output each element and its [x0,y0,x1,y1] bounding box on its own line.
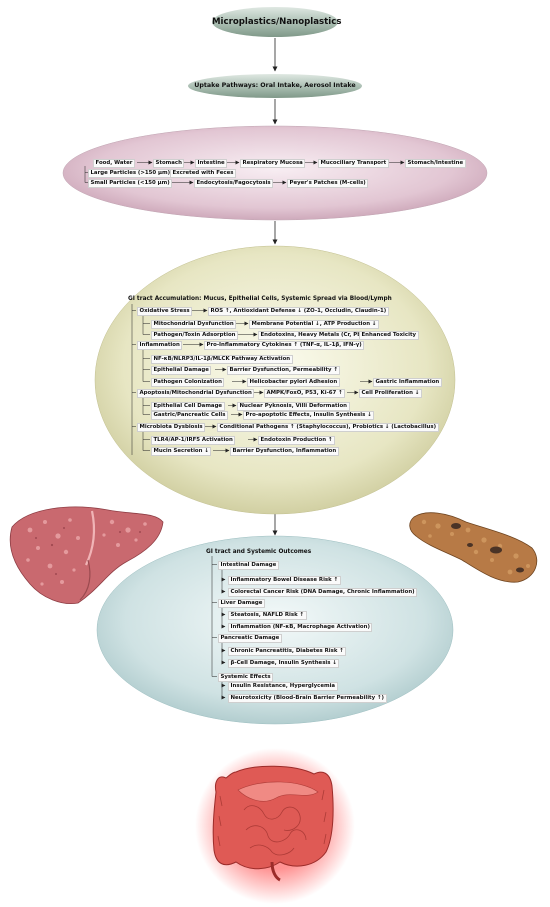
gi-membrane-potential: Membrane Potential ↓, ATP Production ↓ [249,320,379,329]
route-stomach: Stomach [153,159,185,168]
route-endocytosis: Endocytosis/Fagocytosis [194,179,274,188]
gi-cell-proliferation: Cell Proliferation ↓ [359,389,422,398]
route-mucociliary-transport: Mucociliary Transport [318,159,389,168]
liver-illustration [9,506,164,605]
outcomes-tree-connectors [211,556,226,700]
gi-ampk: AMPK/FoxO, P53, Ki-67 ↑ [264,389,346,398]
gi-arrows [183,308,373,453]
gi-gastric-inflammation: Gastric Inflammation [373,378,442,387]
gi-nuclear-pyknosis: Nuclear Pyknosis, Villi Deformation [237,402,350,411]
top-title: Microplastics/Nanoplastics [212,17,342,27]
gi-pathogen-toxin: Pathogen/Toxin Adsorption [151,331,239,340]
out-beta-cell-damage: β-Cell Damage, Insulin Synthesis ↓ [228,659,340,668]
intestine-illustration [195,748,355,904]
gi-helicobacter: Helicobacter pylori Adhesion [247,378,340,387]
out-pancreatic-damage: Pancreatic Damage [218,634,282,643]
out-liver-damage: Liver Damage [218,599,265,608]
out-intestinal-damage: Intestinal Damage [218,561,279,570]
gi-title: GI tract Accumulation: Mucus, Epithelial… [128,296,392,302]
route-ellipse [62,125,488,221]
gi-tree-connectors [131,304,150,455]
gi-endotoxin-production: Endotoxin Production ↑ [258,436,335,445]
uptake-pill [188,74,362,98]
out-liver-inflammation: Inflammation (NF-κB, Macrophage Activati… [228,623,373,632]
gi-tlr4-activation: TLR4/AP-1/IRF5 Activation [151,436,236,445]
gi-oxidative-stress: Oxidative Stress [137,307,193,316]
route-excreted-feces: Excreted with Feces [170,169,236,178]
out-systemic-effects: Systemic Effects [218,673,274,682]
gi-epithelial-cell-damage: Epithelial Cell Damage [151,402,225,411]
gi-apoptosis: Apoptosis/Mitochondrial Dysfunction [137,389,255,398]
uptake-title: Uptake Pathways: Oral Intake, Aerosol In… [194,82,356,89]
gi-nfkb-pathway: NF-κB/NLRP3/IL-1β/MLCK Pathway Activatio… [151,355,293,364]
out-insulin-resistance: Insulin Resistance, Hyperglycemia [228,682,338,691]
gi-enhanced-toxicity: Enhanced Toxicity [359,331,419,340]
route-stomach-intestine: Stomach/Intestine [405,159,466,168]
out-steatosis: Steatosis, NAFLD Risk ↑ [228,611,307,620]
route-large-particles: Large Particles (>150 μm) [88,169,173,178]
route-intestine: Intestine [195,159,228,168]
gi-ros: ROS ↑, Antioxidant Defense ↓ (ZO-1, Occl… [208,307,389,316]
gi-mucin-secretion: Mucin Secretion ↓ [151,447,212,456]
out-colorectal-cancer: Colorectal Cancer Risk (DNA Damage, Chro… [228,588,418,597]
gi-pathogen-colonization: Pathogen Colonization [151,378,225,387]
gi-conditional-pathogens: Conditional Pathogens ↑ (Staphylococcus)… [217,423,439,432]
gi-endotoxins-metals: Endotoxins, Heavy Metals (Cr, Pb) [258,331,367,340]
out-chronic-pancreatitis: Chronic Pancreatitis, Diabetes Risk ↑ [228,647,347,656]
outcomes-title: GI tract and Systemic Outcomes [206,549,312,555]
gi-mito-dysfunction: Mitochondrial Dysfunction [151,320,237,329]
route-food-water: Food, Water [93,159,135,168]
out-neurotoxicity: Neurotoxicity (Blood-Brain Barrier Perme… [228,694,387,703]
gi-gastric-pancreatic-cells: Gastric/Pancreatic Cells [151,411,228,420]
gi-pro-apoptotic: Pro-apoptotic Effects, Insulin Synthesis… [243,411,375,420]
gi-barrier-dysfunction: Barrier Dysfunction, Permeability ↑ [227,366,341,375]
top-pill [212,7,338,37]
route-peyers-patches: Peyer's Patches (M-cells) [287,179,369,188]
pancreas-illustration [409,512,538,583]
route-small-particles: Small Particles (<150 μm) [88,179,173,188]
gi-cytokines: Pro-Inflammatory Cytokines ↑ (TNF-α, IL-… [204,341,365,350]
out-ibd-risk: Inflammatory Bowel Disease Risk ↑ [228,576,341,585]
gi-microbiota-dysbiosis: Microbiota Dysbiosis [137,423,206,432]
gi-inflammation: Inflammation [137,341,183,350]
gi-epithelial-damage: Epithelial Damage [151,366,212,375]
route-respiratory-mucosa: Respiratory Mucosa [240,159,306,168]
gi-barrier-inflammation: Barrier Dysfunction, Inflammation [230,447,339,456]
